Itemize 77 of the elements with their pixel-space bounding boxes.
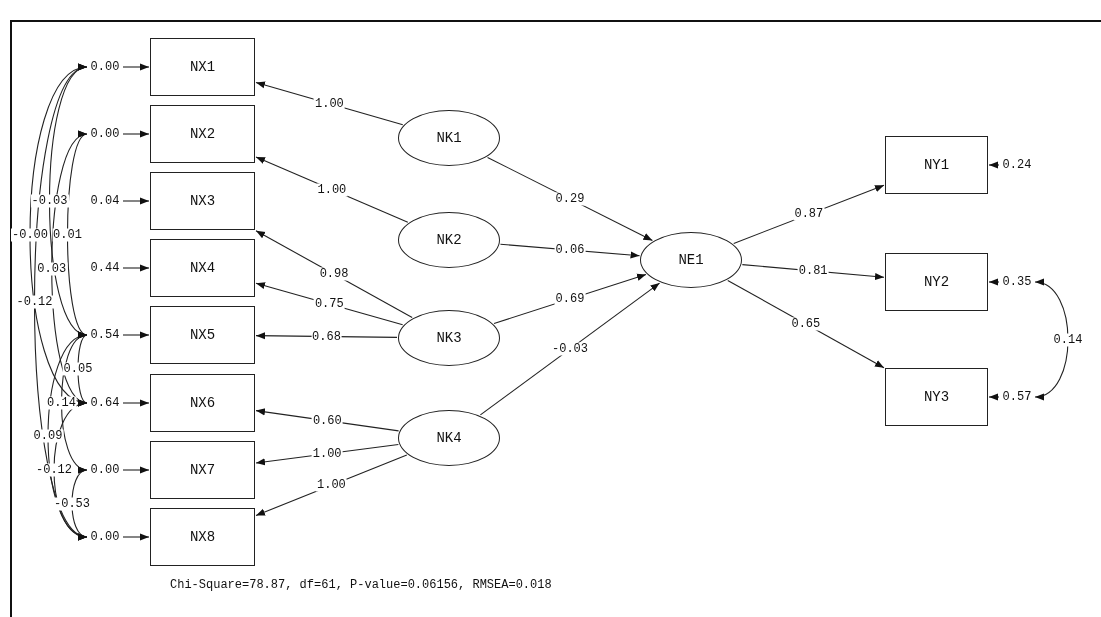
latent-variable-ellipse: [398, 310, 500, 366]
coefficient-label: 0.05: [62, 362, 94, 376]
observed-variable-box: [885, 253, 988, 311]
path-arrow: [122, 197, 150, 205]
path-arrow: [122, 130, 150, 138]
coefficient-label: 0.69: [554, 292, 586, 306]
path-arrow: [122, 533, 150, 541]
coefficient-label: -0.03: [30, 194, 69, 208]
variable-name: NY2: [923, 274, 950, 290]
covariance-arrow: [1034, 280, 1069, 399]
path-arrow: [122, 466, 150, 474]
coefficient-label: 1.00: [316, 183, 348, 197]
coefficient-label: 1.00: [314, 97, 345, 111]
coefficient-label: -0.12: [15, 295, 54, 309]
latent-variable-ellipse: [640, 232, 742, 288]
coefficient-label: -0.03: [551, 342, 589, 356]
variable-name: NY3: [923, 389, 950, 405]
coefficient-label: 0.87: [793, 207, 825, 221]
variable-name: NY1: [923, 157, 950, 173]
observed-variable-box: [150, 172, 255, 230]
coefficient-label: 0.29: [554, 192, 586, 206]
error-variance-value: 0.04: [88, 193, 122, 209]
error-variance-value: 0.64: [88, 395, 122, 411]
observed-variable-box: [150, 508, 255, 566]
coefficient-label: 0.14: [46, 396, 77, 409]
path-arrow: [122, 399, 150, 407]
variable-name: NK4: [436, 430, 462, 446]
error-variance-value: 0.00: [88, 462, 122, 478]
variable-name: NK1: [436, 130, 462, 146]
error-variance-value: 0.57: [1000, 389, 1034, 405]
observed-variable-box: [150, 38, 255, 96]
path-arrow: [479, 282, 661, 416]
error-variance-value: 0.54: [88, 327, 122, 343]
variable-name: NX3: [189, 193, 216, 209]
variable-name: NK2: [436, 232, 462, 248]
coefficient-label: -0.12: [35, 463, 73, 477]
error-variance-value: 0.00: [88, 529, 122, 545]
error-variance-value: 0.44: [88, 260, 122, 276]
coefficient-label: 0.65: [790, 317, 822, 331]
variable-name: NE1: [678, 252, 704, 268]
error-variance-value: 0.35: [1000, 274, 1034, 290]
coefficient-label: 0.09: [32, 429, 64, 443]
observed-variable-box: [885, 368, 988, 426]
error-variance-value: 0.00: [88, 59, 122, 75]
observed-variable-box: [150, 374, 255, 432]
coefficient-label: 0.03: [36, 262, 68, 275]
error-variance-value: 0.24: [1000, 157, 1034, 173]
coefficient-label: 0.01: [52, 228, 83, 241]
observed-variable-box: [150, 441, 255, 499]
observed-variable-box: [150, 306, 255, 364]
error-variance-value: 0.00: [88, 126, 122, 142]
coefficient-label: 0.68: [311, 330, 342, 343]
coefficient-label: 1.00: [316, 478, 347, 492]
variable-name: NX5: [189, 327, 216, 343]
path-arrow: [988, 161, 1000, 169]
latent-variable-ellipse: [398, 212, 500, 268]
variable-name: NX4: [189, 260, 216, 276]
coefficient-label: -0.00: [11, 228, 49, 242]
coefficient-label: 0.75: [313, 297, 345, 311]
path-arrow: [122, 264, 150, 272]
variable-name: NX7: [189, 462, 216, 478]
path-arrow: [988, 393, 1000, 401]
coefficient-label: -0.53: [53, 497, 91, 510]
fit-statistics-caption: Chi-Square=78.87, df=61, P-value=0.06156, RMSEA=0.018: [170, 578, 552, 592]
coefficient-label: 0.98: [318, 267, 350, 281]
observed-variable-box: [150, 239, 255, 297]
path-arrow: [122, 63, 150, 71]
variable-name: NX1: [189, 59, 216, 75]
variable-name: NX2: [189, 126, 216, 142]
variable-name: NX8: [189, 529, 216, 545]
variable-name: NK3: [436, 330, 462, 346]
path-arrow: [988, 278, 1000, 286]
observed-variable-box: [150, 105, 255, 163]
coefficient-label: 0.14: [1052, 333, 1084, 346]
observed-variable-box: [885, 136, 988, 194]
path-arrow: [122, 331, 150, 339]
variable-name: NX6: [189, 395, 216, 411]
